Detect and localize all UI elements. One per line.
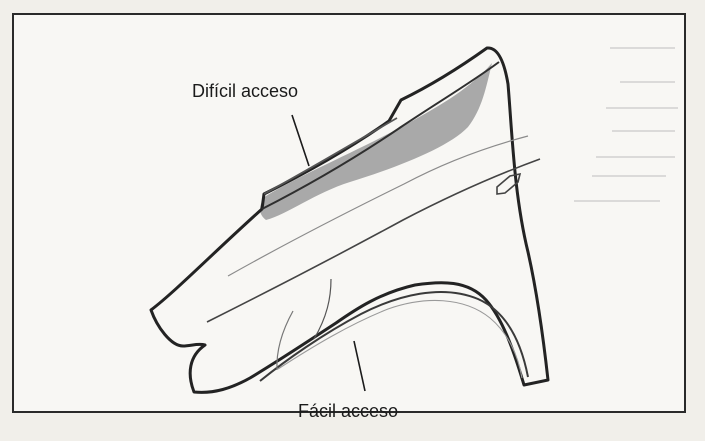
difficult-access-label: Difícil acceso [192, 81, 298, 102]
difficult-access-leader [292, 115, 309, 166]
easy-access-label: Fácil acceso [298, 401, 398, 422]
easy-access-leader [354, 341, 365, 391]
bleed-through-marks [574, 48, 678, 201]
wheel-arch-inner [260, 292, 528, 381]
side-crease [207, 159, 540, 322]
wheel-arch-inner-secondary [278, 300, 522, 378]
arch-crease [314, 279, 331, 339]
